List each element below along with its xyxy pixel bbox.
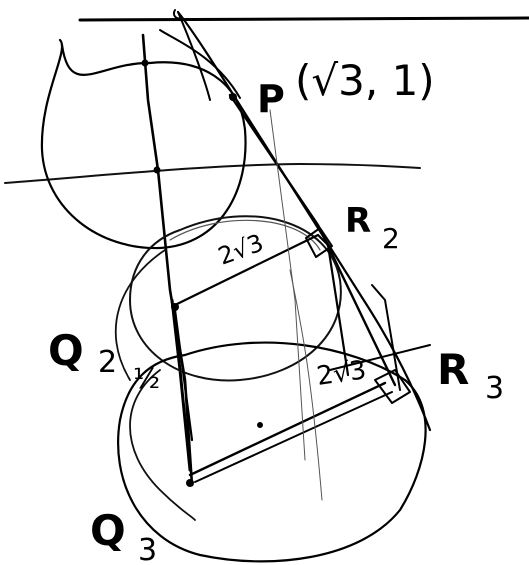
- label-q2-sub: 2: [98, 345, 117, 380]
- faint-guide-line-1: [269, 109, 306, 461]
- label-r3-sub: 3: [485, 371, 504, 406]
- left-q2-bulge: [114, 249, 166, 381]
- label-r3: R: [437, 345, 469, 394]
- upper-rectangle-right: [316, 233, 350, 377]
- lower-rectangle-right: [371, 284, 401, 391]
- top-circle-upper-arc: [60, 43, 152, 76]
- left-curve-top: [177, 11, 211, 101]
- lower-region-loop: [117, 341, 427, 563]
- center-mid-dot: [153, 166, 161, 174]
- second-circle: [129, 215, 342, 382]
- label-r2: R: [345, 201, 371, 241]
- upper-rectangle-top: [173, 233, 320, 307]
- tangent-curve: [176, 10, 432, 432]
- lower-rectangle-bottom: [188, 381, 387, 477]
- r3-corner-square: [374, 369, 411, 404]
- label-r2-sub: 2: [382, 222, 400, 255]
- label-q2: Q: [48, 326, 84, 375]
- point-p-dot: [229, 93, 237, 101]
- q2-dot: [171, 303, 179, 311]
- upper-rectangle-left: [173, 308, 194, 442]
- q3-dot: [186, 479, 194, 487]
- vertical-lower-line: [170, 298, 192, 472]
- label-p: P: [257, 77, 285, 121]
- lower-rectangle-bottom-double: [194, 391, 393, 483]
- top-inner-arc: [159, 29, 241, 99]
- middle-horizontal-line: [4, 163, 421, 184]
- faint-guide-line-2: [289, 269, 323, 501]
- r2-corner-square: [305, 227, 333, 258]
- label-half: ½: [133, 362, 160, 395]
- label-q3: Q: [90, 506, 126, 555]
- lower-inner-loop: [129, 369, 196, 521]
- lower-rect-dot: [257, 422, 263, 428]
- label-lower-segment: 2√3: [315, 355, 368, 392]
- label-q3-sub: 3: [138, 533, 157, 565]
- left-curve-loop: [172, 9, 183, 20]
- line-to-r3: [329, 344, 431, 371]
- line-p-to-r2: [228, 93, 397, 387]
- label-p-coords: (√3, 1): [295, 56, 435, 105]
- center-top-dot: [141, 59, 149, 67]
- top-horizontal-line: [78, 16, 529, 22]
